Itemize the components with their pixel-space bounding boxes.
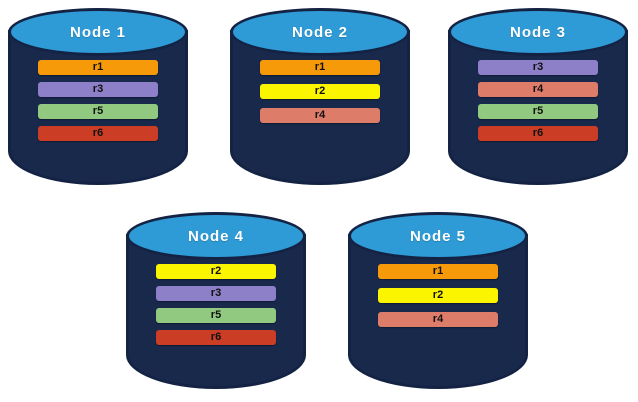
replica-label: r5: [210, 309, 222, 321]
replica-bar[interactable]: r6: [38, 126, 158, 141]
cylinder-top-ellipse: Node 3: [448, 8, 628, 56]
replica-bar[interactable]: r1: [260, 60, 380, 75]
replica-label: r2: [210, 265, 222, 277]
replica-label: r1: [92, 61, 104, 73]
node-label: Node 4: [187, 227, 244, 245]
replica-list: r2 r3 r5 r6: [126, 264, 306, 345]
replica-label: r4: [314, 109, 326, 121]
replica-label: r6: [92, 127, 104, 139]
cylinder-top-ellipse: Node 2: [230, 8, 410, 56]
replica-bar[interactable]: r4: [378, 312, 498, 327]
node-label: Node 2: [291, 23, 348, 41]
replica-label: r1: [314, 61, 326, 73]
database-node-1[interactable]: Node 1 r1 r3 r5 r6: [8, 8, 188, 185]
replica-label: r3: [210, 287, 222, 299]
replica-label: r4: [532, 83, 544, 95]
database-node-3[interactable]: Node 3 r3 r4 r5 r6: [448, 8, 628, 185]
cylinder-top-ellipse: Node 1: [8, 8, 188, 56]
cylinder-body: [348, 234, 528, 389]
replica-label: r4: [432, 313, 444, 325]
replica-list: r1 r2 r4: [348, 264, 528, 327]
replica-list: r1 r2 r4: [230, 60, 410, 123]
replica-bar[interactable]: r4: [260, 108, 380, 123]
database-node-5[interactable]: Node 5 r1 r2 r4: [348, 212, 528, 389]
node-label: Node 5: [409, 227, 466, 245]
replica-list: r3 r4 r5 r6: [448, 60, 628, 141]
replica-label: r1: [432, 265, 444, 277]
replica-label: r2: [432, 289, 444, 301]
replica-bar[interactable]: r2: [156, 264, 276, 279]
node-label: Node 3: [509, 23, 566, 41]
replica-bar[interactable]: r1: [38, 60, 158, 75]
replica-bar[interactable]: r3: [156, 286, 276, 301]
replica-bar[interactable]: r3: [38, 82, 158, 97]
replica-list: r1 r3 r5 r6: [8, 60, 188, 141]
replica-label: r3: [532, 61, 544, 73]
replica-bar[interactable]: r5: [38, 104, 158, 119]
replica-label: r6: [532, 127, 544, 139]
replica-label: r3: [92, 83, 104, 95]
replica-bar[interactable]: r4: [478, 82, 598, 97]
cylinder-top-ellipse: Node 4: [126, 212, 306, 260]
database-node-4[interactable]: Node 4 r2 r3 r5 r6: [126, 212, 306, 389]
replica-label: r6: [210, 331, 222, 343]
replica-bar[interactable]: r6: [156, 330, 276, 345]
replica-bar[interactable]: r5: [156, 308, 276, 323]
node-label: Node 1: [69, 23, 126, 41]
replica-label: r5: [532, 105, 544, 117]
replica-label: r2: [314, 85, 326, 97]
replica-bar[interactable]: r6: [478, 126, 598, 141]
replica-label: r5: [92, 105, 104, 117]
database-node-2[interactable]: Node 2 r1 r2 r4: [230, 8, 410, 185]
replica-bar[interactable]: r3: [478, 60, 598, 75]
cylinder-top-ellipse: Node 5: [348, 212, 528, 260]
replica-bar[interactable]: r5: [478, 104, 598, 119]
replica-bar[interactable]: r1: [378, 264, 498, 279]
replica-bar[interactable]: r2: [378, 288, 498, 303]
replica-bar[interactable]: r2: [260, 84, 380, 99]
